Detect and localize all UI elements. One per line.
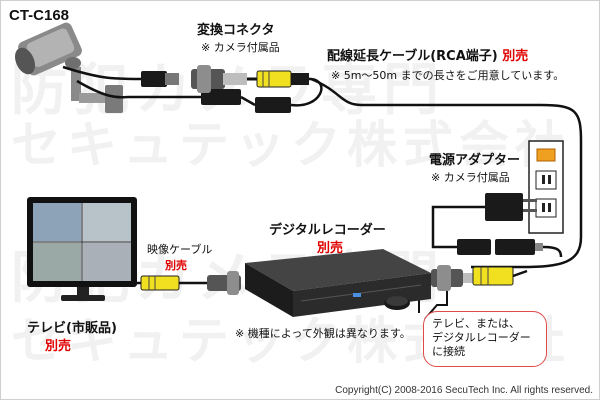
tv-monitor-icon: [27, 197, 137, 301]
recorder-title: デジタルレコーダー: [269, 223, 386, 238]
appearance-note: ※ 機種によって外観は異なります。: [235, 327, 411, 340]
callout-line-2: デジタルレコーダー: [432, 331, 531, 344]
tv-title: テレビ(市販品): [27, 321, 117, 336]
converter-title: 変換コネクタ: [197, 23, 275, 38]
extension-sold-separately: 別売: [502, 49, 529, 64]
digital-recorder-icon: [245, 249, 431, 317]
adapter-note: ※ カメラ付属品: [431, 171, 510, 184]
bnc-converter-icon: [191, 65, 257, 93]
callout-line-1: テレビ、または、: [432, 317, 520, 330]
power-outlet-icon: [528, 140, 564, 234]
converter-note: ※ カメラ付属品: [201, 41, 280, 54]
tv-sold-separately: 別売: [45, 339, 72, 354]
extension-cable-note: ※ 5m〜50m までの長さをご用意しています。: [331, 69, 565, 82]
security-camera-icon: [14, 22, 123, 113]
copyright-text: Copyright(C) 2008-2016 SecuTech Inc. All…: [335, 385, 593, 396]
extension-cable-title: 配線延長ケーブル(RCA端子) 別売: [327, 49, 529, 64]
recorder-sold-separately: 別売: [317, 241, 344, 256]
camera-model-label: CT-C168: [9, 7, 70, 24]
power-adapter-icon: [431, 193, 537, 249]
video-cable-sold-separately: 別売: [165, 259, 187, 272]
video-cable-title: 映像ケーブル: [147, 243, 213, 256]
callout-bubble: テレビ、または、 デジタルレコーダー に接続: [423, 311, 547, 367]
adapter-title: 電源アダプター: [429, 153, 521, 168]
callout-line-3: に接続: [432, 345, 465, 358]
